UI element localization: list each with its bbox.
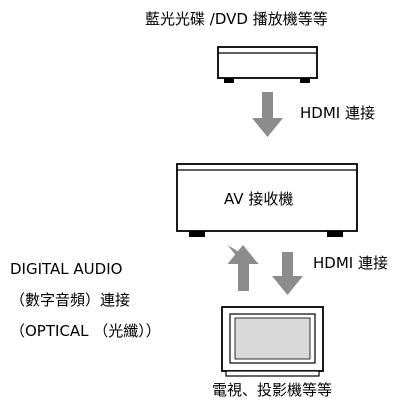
digital-audio-arrow-up	[227, 245, 259, 291]
hdmi-arrow-down-top	[252, 92, 283, 137]
tv-label: 電視、投影機等等	[212, 381, 333, 399]
player-label: 藍光光碟 /DVD 播放機等等	[145, 10, 328, 28]
hdmi-arrow-down-bottom	[272, 252, 303, 295]
tv-device	[221, 306, 324, 377]
digital-audio-label-line3: （OPTICAL （光纖））	[10, 322, 161, 340]
av-receiver-label: AV 接收機	[224, 190, 294, 208]
hdmi-top-label: HDMI 連接	[300, 104, 375, 122]
digital-audio-label-line1: DIGITAL AUDIO	[10, 260, 123, 278]
hdmi-bottom-label: HDMI 連接	[313, 254, 388, 272]
player-device	[217, 46, 318, 83]
av-receiver-device	[176, 163, 358, 237]
digital-audio-label-line2: （數字音頻）連接	[10, 291, 131, 309]
